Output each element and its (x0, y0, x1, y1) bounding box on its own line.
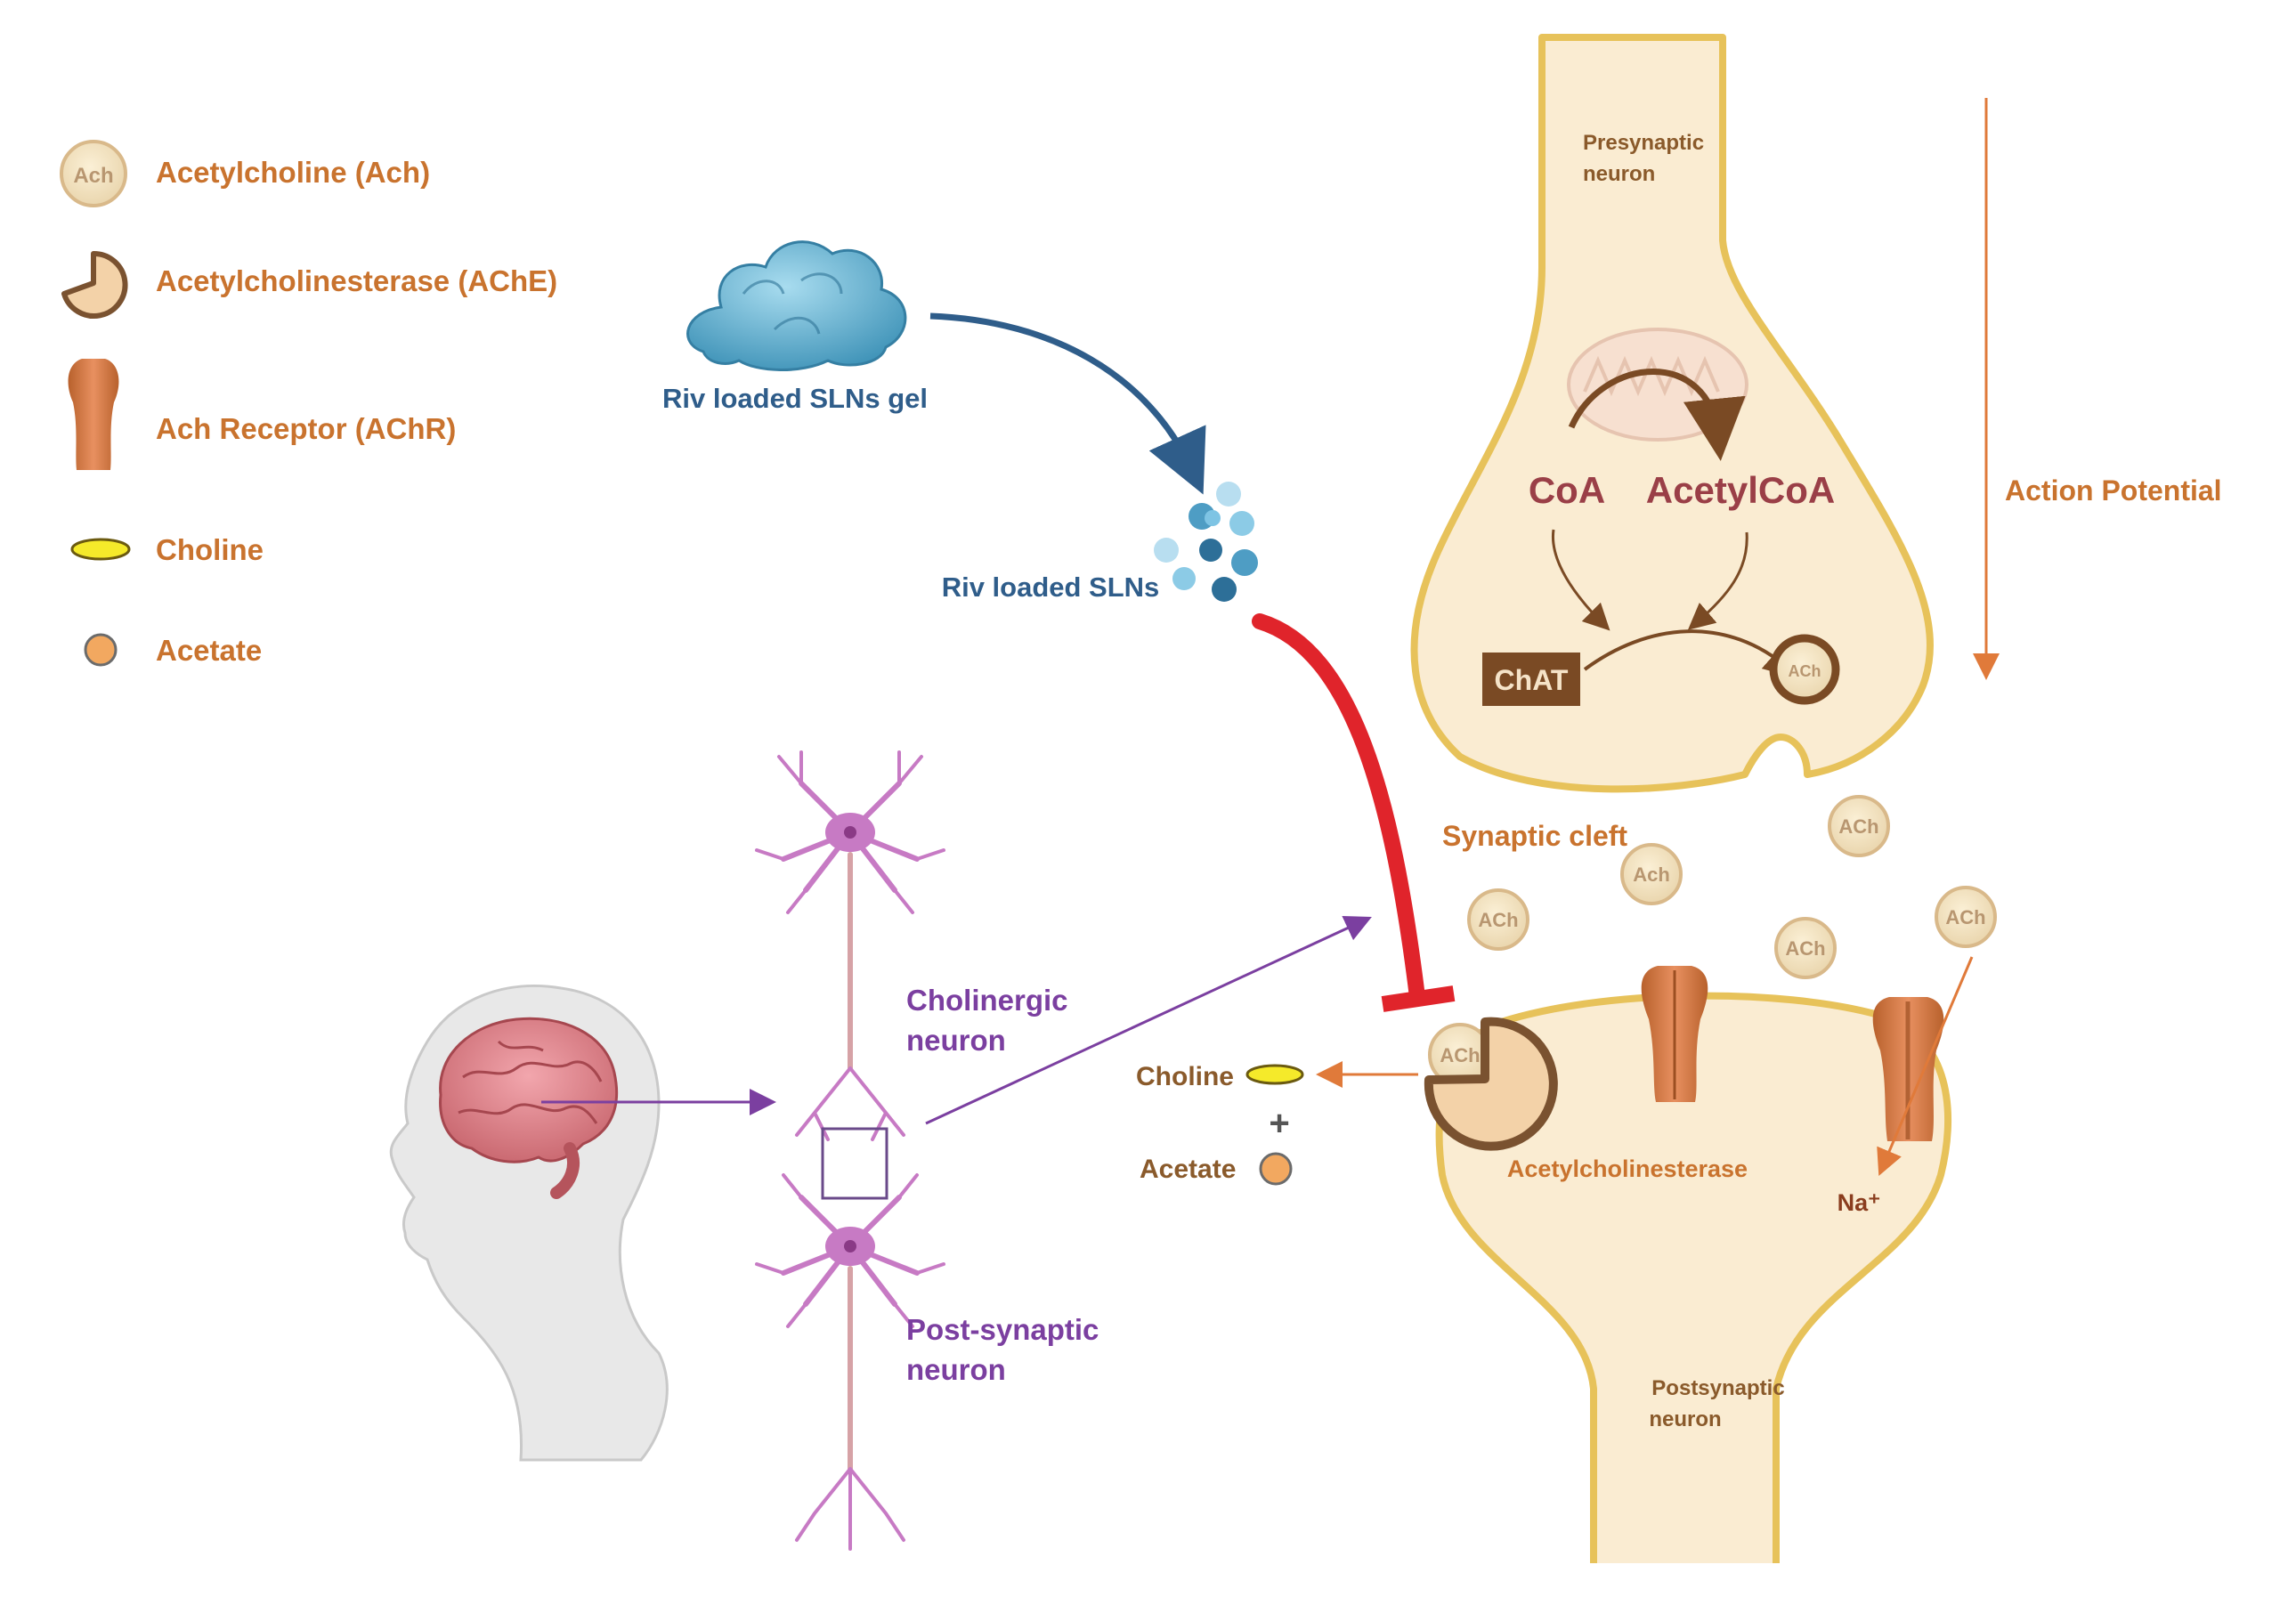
cleft-ach-text: ACh (1838, 815, 1878, 838)
enzyme-label: Acetylcholinesterase (1507, 1155, 1748, 1182)
presynaptic-terminal: Presynaptic neuron CoA AcetylCoA ChAT AC… (1410, 34, 1934, 793)
legend-label: Acetylcholine (Ach) (156, 156, 430, 189)
chat-label: ChAT (1495, 664, 1569, 696)
coa-to-acetylcoa-arrow (1568, 369, 1746, 461)
acetylcoa-label: AcetylCoA (1646, 469, 1835, 511)
synaptic-cleft-label: Synaptic cleft (1442, 820, 1627, 852)
na-label: Na⁺ (1838, 1189, 1881, 1216)
coa-label: CoA (1529, 469, 1605, 511)
ach-molecule-icon: Ach (60, 140, 127, 207)
vesicle-text: ACh (1789, 662, 1821, 680)
mitochondrion-icon (1567, 328, 1748, 442)
presynaptic-label-line2: neuron (1583, 162, 1655, 186)
chat-synthesis-arrow (1583, 629, 1800, 679)
legend: Ach Acetylcholine (Ach) Acetylcholineste… (60, 140, 557, 667)
post-synaptic-label-line1: Post-synaptic (906, 1313, 1099, 1346)
brain-icon (439, 1017, 619, 1163)
na-influx-arrow (1877, 956, 1974, 1177)
plus-sign: + (1269, 1104, 1289, 1143)
bound-ach-text: ACh (1440, 1044, 1480, 1066)
cholinergic-label-line1: Cholinergic (906, 984, 1068, 1017)
presynaptic-label-line1: Presynaptic (1583, 131, 1704, 155)
legend-label: Acetylcholinesterase (AChE) (156, 264, 557, 297)
choline-icon (1245, 1064, 1304, 1085)
post-synaptic-label-line2: neuron (906, 1353, 1006, 1386)
legend-item-acetylcholine: Ach Acetylcholine (Ach) (60, 140, 430, 207)
acetylcoa-down-arrow (1687, 531, 1748, 630)
gel-to-sln-arrow (929, 312, 1206, 495)
cleft-ach-molecules: ACh Ach ACh ACh ACh (1467, 795, 1997, 979)
ache-enzyme: ACh (1424, 1017, 1558, 1151)
human-head-illustration (389, 985, 669, 1462)
ach-molecule-icon: ACh (1774, 917, 1837, 979)
chat-box (1482, 653, 1580, 706)
riv-gel: Riv loaded SLNs gel (662, 240, 928, 414)
cleft-ach-text: ACh (1478, 909, 1518, 931)
acetate-icon (1259, 1152, 1293, 1186)
inhibition-arrow (1252, 613, 1456, 1012)
product-acetate-label: Acetate (1140, 1155, 1236, 1184)
postsynaptic-terminal: Postsynaptic neuron ACh Acetylcholineste… (1424, 956, 1974, 1563)
legend-item-acetylcholinesterase: Acetylcholinesterase (AChE) (61, 250, 557, 319)
cleft-ach-text: Ach (1633, 863, 1670, 886)
sln-label: Riv loaded SLNs (942, 572, 1160, 603)
action-potential-label: Action Potential (2005, 474, 2222, 507)
legend-item-receptor: Ach Receptor (AChR) (68, 359, 456, 470)
zoom-to-synapse-arrow (925, 915, 1372, 1125)
gel-blob-icon (686, 240, 907, 371)
ache-enzyme-icon (61, 250, 128, 319)
legend-label: Ach Receptor (AChR) (156, 412, 456, 445)
legend-label: Acetate (156, 634, 262, 667)
gel-label: Riv loaded SLNs gel (662, 383, 928, 414)
ach-receptor-2 (1872, 997, 1944, 1141)
ach-receptor-icon (68, 359, 119, 470)
cleft-ach-text: ACh (1785, 937, 1825, 960)
acetate-icon (84, 633, 118, 667)
legend-item-choline: Choline (70, 533, 264, 566)
legend-label: Choline (156, 533, 264, 566)
ach-molecule-icon: ACh (1935, 886, 1997, 948)
synapse-highlight-box (821, 1127, 888, 1200)
cleft-ach-text: ACh (1945, 906, 1985, 928)
cholinergic-label-line2: neuron (906, 1024, 1006, 1057)
ach-molecule-icon: ACh (1467, 888, 1529, 951)
neuron-chain (755, 750, 945, 1551)
ach-molecule-icon: ACh (1828, 795, 1890, 857)
choline-icon (70, 538, 131, 561)
coa-down-arrow (1551, 529, 1610, 631)
legend-item-acetate: Acetate (84, 633, 262, 667)
ach-receptor-1 (1641, 966, 1708, 1102)
ach-vesicle-icon: ACh (1769, 634, 1840, 705)
ache-enzyme-icon (1424, 1017, 1558, 1151)
ach-icon-text: Ach (73, 164, 113, 188)
product-choline-label: Choline (1136, 1062, 1234, 1091)
action-potential: Action Potential (1973, 98, 2222, 680)
postsynaptic-label-line1: Postsynaptic (1651, 1376, 1784, 1400)
sln-particles (1154, 482, 1258, 602)
postsynaptic-label-line2: neuron (1649, 1407, 1721, 1431)
ach-molecule-icon: Ach (1620, 843, 1683, 905)
